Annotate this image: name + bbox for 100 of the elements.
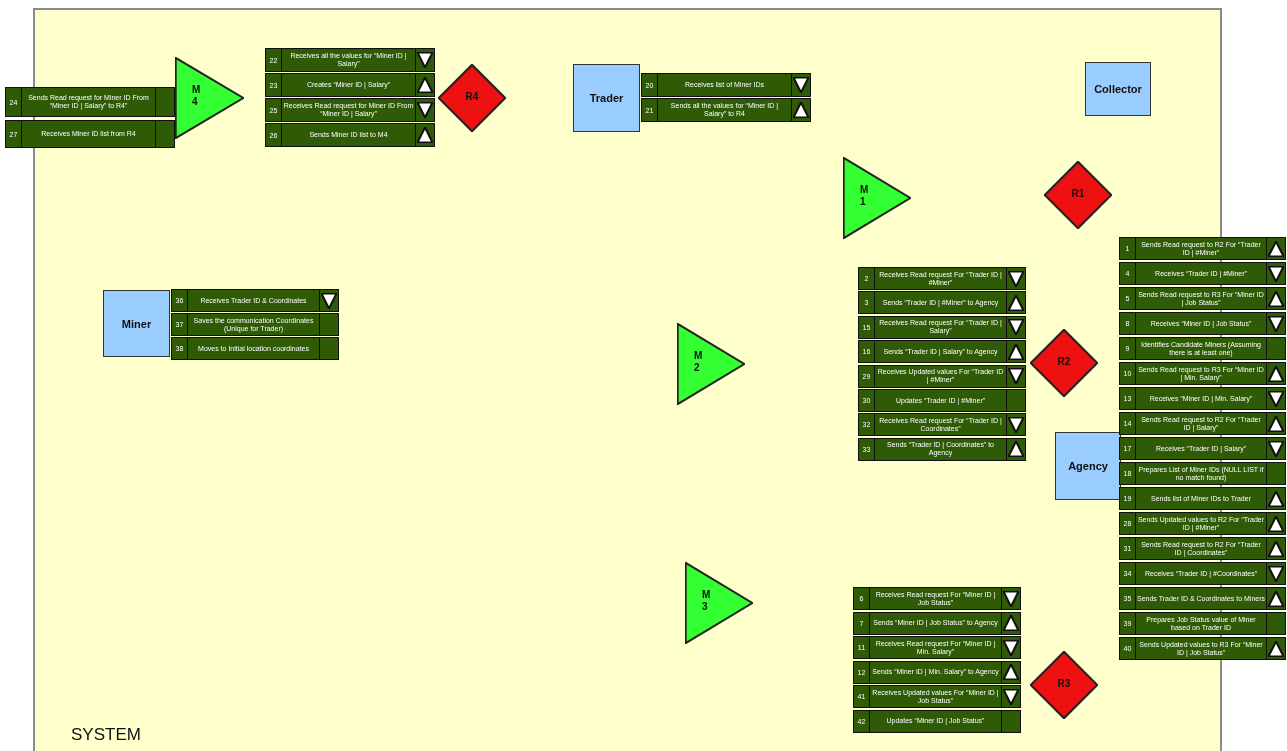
up-triangle-icon — [1003, 615, 1019, 631]
box-node — [103, 290, 170, 357]
down-triangle-icon — [1008, 368, 1024, 385]
node-label: M 3 — [702, 589, 712, 613]
up-triangle-icon — [1268, 490, 1284, 507]
step-row — [1119, 612, 1286, 635]
up-triangle-icon — [1268, 540, 1284, 557]
node-label: R2 — [1056, 356, 1072, 367]
node-label: Miner — [121, 317, 152, 330]
down-triangle-icon — [1003, 688, 1019, 705]
step-row — [1119, 262, 1286, 285]
down-triangle-icon — [1008, 270, 1024, 287]
step-row — [858, 340, 1026, 364]
system-label: SYSTEM — [71, 725, 141, 745]
step-row — [1119, 462, 1286, 485]
step-row — [265, 98, 435, 122]
node-label: Agency — [1068, 460, 1108, 472]
step-row — [171, 313, 339, 336]
step-row — [641, 73, 811, 97]
step-row — [1119, 337, 1286, 360]
down-triangle-icon — [793, 77, 809, 93]
step-row — [1119, 537, 1286, 560]
down-triangle-icon — [1008, 319, 1024, 336]
node-label: R4 — [464, 91, 480, 102]
diamond-node — [1030, 329, 1098, 397]
step-row — [1119, 562, 1286, 585]
up-triangle-icon — [1008, 294, 1024, 311]
step-row — [1119, 437, 1286, 460]
up-triangle-icon — [1268, 515, 1284, 532]
step-row — [853, 587, 1021, 610]
step-row — [1119, 637, 1286, 660]
box-node — [573, 64, 640, 132]
step-row — [1119, 312, 1286, 335]
box-node — [1085, 62, 1151, 116]
step-row — [853, 636, 1021, 659]
node-label: M 1 — [860, 184, 870, 208]
step-row — [1119, 362, 1286, 385]
step-row — [5, 120, 175, 148]
down-triangle-icon — [1268, 440, 1284, 457]
up-triangle-icon — [417, 127, 433, 143]
down-triangle-icon — [1268, 565, 1284, 582]
step-row — [858, 437, 1026, 461]
down-triangle-icon — [1003, 639, 1019, 656]
down-triangle-icon — [417, 52, 433, 68]
step-row — [1119, 512, 1286, 535]
step-row — [5, 87, 175, 117]
down-triangle-icon — [417, 102, 433, 118]
box-node — [1055, 432, 1121, 500]
triangle-node — [677, 323, 745, 405]
step-row — [265, 73, 435, 97]
step-row — [853, 660, 1021, 684]
node-label: M 2 — [694, 350, 704, 374]
up-triangle-icon — [1268, 290, 1284, 307]
step-row — [1119, 287, 1286, 310]
step-row — [641, 98, 811, 122]
step-row — [858, 315, 1026, 339]
diamond-node — [1030, 651, 1098, 719]
diamond-node — [1044, 161, 1112, 229]
up-triangle-icon — [1268, 590, 1284, 607]
step-row — [858, 267, 1026, 290]
step-row — [853, 611, 1021, 635]
node-label: M 4 — [192, 84, 202, 108]
up-triangle-icon — [1268, 640, 1284, 657]
up-triangle-icon — [417, 77, 433, 93]
down-triangle-icon — [1268, 390, 1284, 407]
up-triangle-icon — [1268, 415, 1284, 432]
step-row — [1119, 487, 1286, 510]
down-triangle-icon — [1003, 590, 1019, 607]
diamond-node — [438, 64, 506, 132]
up-triangle-icon — [1008, 441, 1024, 458]
step-row — [1119, 387, 1286, 410]
step-row — [1119, 237, 1286, 260]
step-row — [858, 364, 1026, 388]
down-triangle-icon — [1268, 315, 1284, 332]
step-row — [171, 289, 339, 312]
down-triangle-icon — [321, 292, 337, 309]
up-triangle-icon — [1008, 343, 1024, 360]
up-triangle-icon — [793, 102, 809, 118]
triangle-node — [175, 57, 244, 139]
step-row — [265, 48, 435, 72]
triangle-node — [685, 562, 753, 644]
node-label: R1 — [1070, 188, 1086, 199]
step-row — [1119, 587, 1286, 610]
step-row — [171, 337, 339, 360]
triangle-node — [843, 157, 911, 239]
step-row — [858, 389, 1026, 412]
step-row — [858, 413, 1026, 437]
step-row — [858, 291, 1026, 315]
up-triangle-icon — [1268, 365, 1284, 382]
node-label: R3 — [1056, 678, 1072, 689]
down-triangle-icon — [1268, 265, 1284, 282]
down-triangle-icon — [1008, 416, 1024, 433]
node-label: Trader — [589, 92, 624, 104]
step-row — [853, 685, 1021, 708]
step-row — [853, 709, 1021, 733]
step-row — [1119, 412, 1286, 435]
node-label: Collector — [1094, 83, 1142, 95]
up-triangle-icon — [1268, 240, 1284, 257]
up-triangle-icon — [1003, 664, 1019, 680]
step-row — [265, 123, 435, 147]
